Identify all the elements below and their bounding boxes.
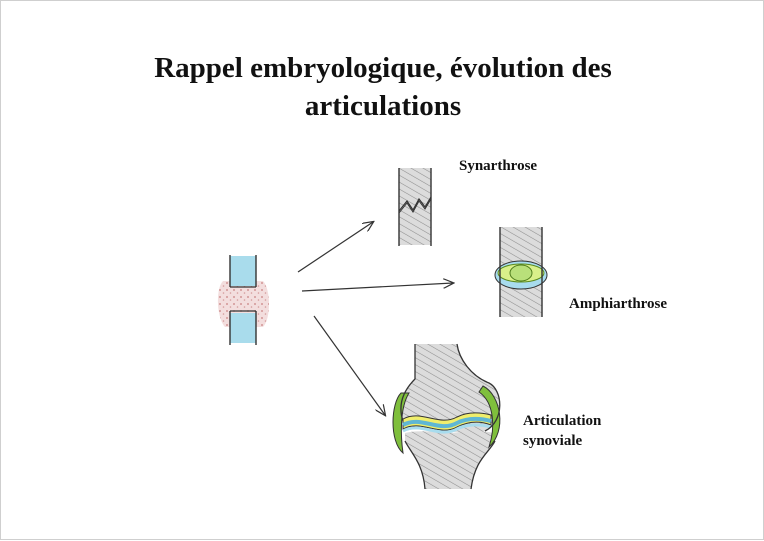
arrow-to-synarthrose bbox=[297, 222, 373, 273]
cartilage-model-upper bbox=[230, 256, 256, 286]
title-line-2: articulations bbox=[304, 90, 462, 122]
label-synovial-line-2: synoviale bbox=[523, 433, 583, 449]
slide-title: Rappel embryologique, évolution des arti… bbox=[1, 49, 764, 125]
label-synovial-line-1: Articulation bbox=[523, 413, 602, 429]
synovial-joint-illustration bbox=[392, 343, 501, 490]
label-synarthrose: Synarthrose bbox=[459, 158, 538, 174]
embryonic-joint bbox=[217, 255, 269, 345]
label-amphiarthrose: Amphiarthrose bbox=[569, 296, 668, 312]
arrow-to-amphiarthrose bbox=[301, 283, 453, 292]
synarthrose-illustration bbox=[398, 168, 432, 246]
amphiarthrose-illustration bbox=[494, 227, 548, 317]
arrow-to-synovial bbox=[313, 315, 385, 415]
title-line-1: Rappel embryologique, évolution des bbox=[154, 52, 612, 84]
cartilage-model-lower bbox=[230, 313, 256, 343]
label-synovial-joint: Articulation synoviale bbox=[523, 411, 601, 451]
